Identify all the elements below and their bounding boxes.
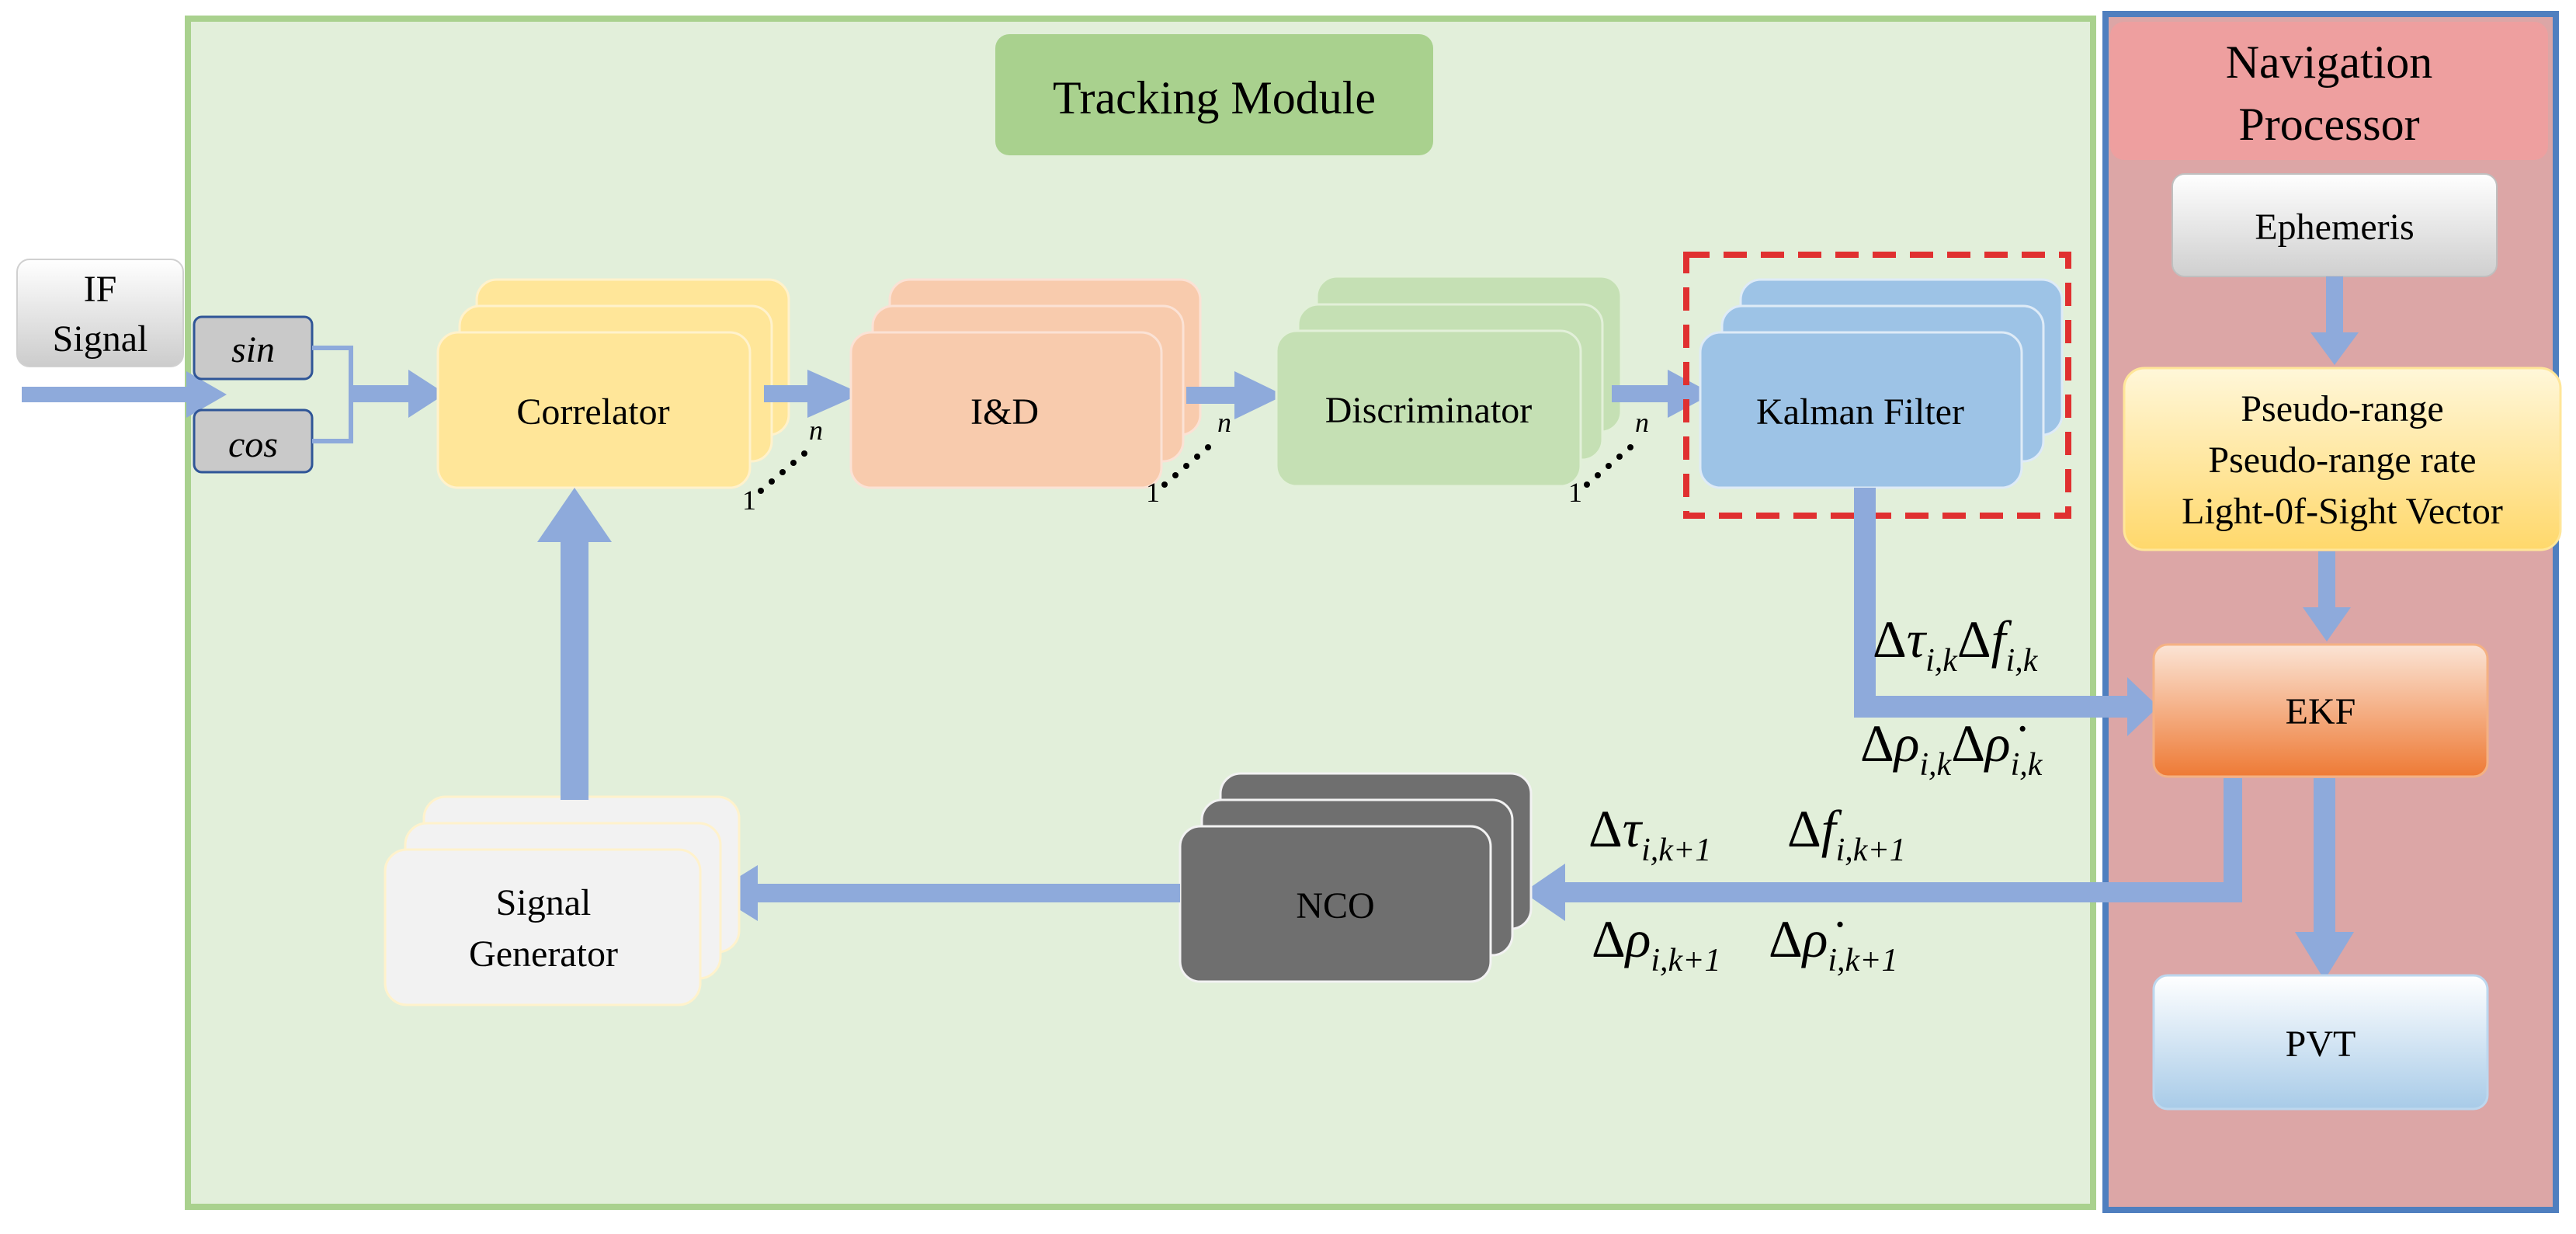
kalman-highlight-dashed-box	[1683, 252, 2071, 519]
nco-label: NCO	[1296, 885, 1374, 926]
discriminator-index-1: 1	[1568, 477, 1582, 508]
eq-delta-f-k: Δ	[1957, 610, 1991, 669]
eq-delta-rhodot-k: Δ	[1951, 714, 1985, 773]
arrow-measurements-to-ekf	[2303, 551, 2351, 641]
eq-tau-k-sub: i,k	[1925, 643, 1958, 679]
sin-label: sin	[231, 329, 275, 370]
eq-delta-f-k1: Δ	[1787, 799, 1821, 858]
svg-text:Δρi,k+1: Δρi,k+1	[1592, 909, 1721, 979]
arrow-kalman-to-ekf	[1854, 488, 2158, 736]
discriminator-block	[1275, 329, 1582, 488]
if-signal-line2: Signal	[53, 318, 148, 360]
eq-rho-k: ρ	[1893, 714, 1920, 773]
correlator-index-1: 1	[742, 485, 756, 516]
integrate-dump-block	[849, 331, 1163, 489]
eq-rhodot-k-sub: i,k	[2011, 747, 2043, 783]
ekf-label: EKF	[2286, 691, 2356, 732]
eq-delta-rho-k: Δ	[1860, 714, 1894, 773]
eq-rho-k-sub: i,k	[1919, 747, 1952, 783]
arrow-ekf-to-pvt	[2295, 778, 2354, 980]
discriminator-stack: Discriminator	[1275, 275, 1623, 488]
discriminator-stack-index: n 1	[1568, 407, 1649, 508]
eq-rhodot-k1-sub: i,k+1	[1828, 943, 1897, 979]
navigation-processor-title-line2: Processor	[2238, 99, 2419, 150]
kalman-filter-label: Kalman Filter	[1756, 391, 1964, 433]
pvt-label: PVT	[2286, 1024, 2356, 1065]
eq-tau-k1-sub: i,k+1	[1641, 833, 1711, 868]
cos-label: cos	[228, 424, 278, 465]
eq-f-k-sub: i,k	[2006, 643, 2039, 679]
eq-tau-k1: τ	[1623, 799, 1644, 858]
svg-text:Δτi,k+1: Δτi,k+1	[1588, 799, 1711, 868]
arrow-discriminator-to-kalman	[1612, 370, 1713, 418]
id-index-1: 1	[1146, 477, 1160, 508]
if-signal-line1: IF	[84, 269, 117, 310]
ephemeris-label: Ephemeris	[2255, 207, 2414, 248]
tracking-module-title: Tracking Module	[1053, 72, 1376, 123]
measurements-box	[2123, 367, 2562, 551]
arrow-id-to-discriminator	[1186, 371, 1284, 419]
signal-generator-line2: Generator	[469, 933, 618, 975]
if-signal-box	[16, 259, 184, 367]
arrow-ekf-to-nco	[1523, 778, 2242, 921]
nco-block	[1179, 825, 1492, 983]
if-input-arrow	[22, 371, 227, 418]
arrow-to-correlator	[351, 370, 446, 418]
tracking-module-panel	[185, 16, 2096, 1210]
correlator-stack: Correlator	[436, 278, 790, 489]
signal-generator-block	[384, 848, 702, 1006]
integrate-dump-stack: I&D	[849, 278, 1202, 489]
eq-tau-k: τ	[1907, 610, 1928, 669]
discriminator-label: Discriminator	[1325, 390, 1533, 431]
signal-generator-line1: Signal	[496, 882, 592, 923]
id-stack-index: n 1	[1146, 407, 1231, 508]
eq-delta-rhodot-k1: Δ	[1769, 909, 1803, 968]
correlator-label: Correlator	[516, 391, 669, 433]
measurements-line3: Light-0f-Sight Vector	[2182, 491, 2503, 532]
kalman-filter-stack: Kalman Filter	[1699, 278, 2064, 489]
pvt-box	[2152, 974, 2489, 1111]
eq-delta-tau-k: Δ	[1873, 610, 1907, 669]
nco-stack: NCO	[1179, 772, 1533, 983]
eq-delta-tau-k1: Δ	[1588, 799, 1623, 858]
eq-delta-rho-k1: Δ	[1592, 909, 1626, 968]
eq-rho-k1-sub: i,k+1	[1651, 943, 1720, 979]
navigation-processor-title-line1: Navigation	[2226, 36, 2433, 88]
signal-generator-stack: Signal Generator	[384, 795, 741, 1006]
measurements-line2: Pseudo-range rate	[2208, 440, 2476, 481]
measurements-line1: Pseudo-range	[2241, 388, 2443, 429]
arrow-signal-generator-to-correlator	[537, 488, 612, 800]
correlator-index-n: n	[809, 415, 823, 446]
ekf-box	[2152, 643, 2489, 778]
arrow-ephemeris-to-measurements	[2310, 276, 2359, 365]
eq-f-k1-sub: i,k+1	[1836, 833, 1906, 868]
eq-rho-k1: ρ	[1624, 909, 1651, 968]
arrow-correlator-to-id	[764, 370, 862, 418]
svg-text:Δfi,k+1: Δfi,k+1	[1787, 799, 1906, 868]
discriminator-index-n: n	[1635, 407, 1649, 438]
integrate-dump-label: I&D	[970, 391, 1039, 433]
tracking-module-title-box	[995, 34, 1433, 155]
navigation-processor-title-box	[2110, 22, 2548, 160]
correlator-block	[436, 331, 752, 489]
correlator-stack-index: n 1	[742, 415, 823, 516]
id-index-n: n	[1217, 407, 1231, 438]
